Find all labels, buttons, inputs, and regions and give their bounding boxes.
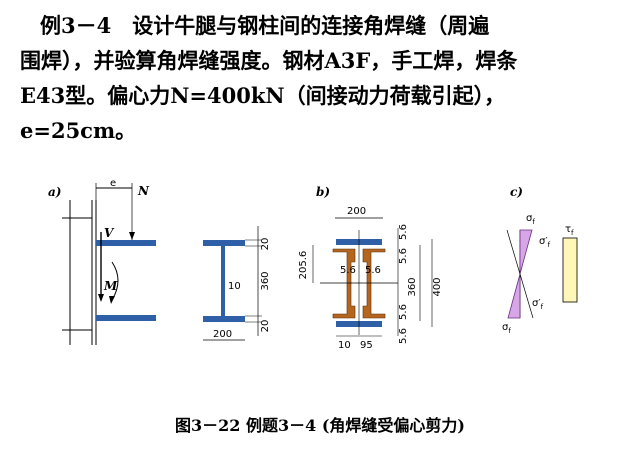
dim-mid-360: 360 (260, 271, 271, 290)
b-dim-95: 95 (360, 340, 373, 351)
b-weld-left (332, 248, 356, 319)
problem-line-3: E43型。偏心力N=400kN（间接动力荷载引起）， (20, 83, 506, 108)
b-dim-400: 400 (432, 277, 443, 296)
panel-a-tag: a) (48, 185, 61, 199)
dim-width-200: 200 (213, 329, 232, 340)
panel-b-tag: b) (316, 185, 330, 199)
sigma-diagonal (506, 229, 534, 319)
n-label: N (137, 184, 150, 198)
problem-line-1: 例3－4 设计牛腿与钢柱间的连接角焊缝（周遍 (40, 13, 490, 38)
bracket-top-flange (96, 240, 156, 246)
sigma-top-triangle (519, 229, 533, 275)
tau-label: τf (565, 224, 574, 237)
section-top-flange (203, 240, 245, 246)
tau-rect (562, 237, 578, 303)
v-label: V (104, 226, 115, 240)
m-label: M (103, 279, 118, 293)
problem-statement: 例3－4 设计牛腿与钢柱间的连接角焊缝（周遍 围焊），并验算角焊缝强度。钢材A3… (20, 8, 632, 148)
figure-caption: 图3－22 例题3－4 (角焊缝受偏心剪力) (175, 416, 465, 435)
panel-a: a) e N V M (48, 178, 156, 345)
panel-c: c) σf σ′f σ′f σf τf (502, 185, 578, 335)
b-dim-205-6: 205.6 (298, 251, 309, 280)
sigma-bottom-label: σf (502, 322, 511, 335)
b-dim-10: 10 (338, 340, 351, 351)
problem-line-2: 围焊），并验算角焊缝强度。钢材A3F，手工焊，焊条 (20, 48, 518, 73)
section-web (221, 246, 225, 316)
panel-b: b) 200 5.6 5.6 205.6 5.6 5.6 5.6 5.6 360… (298, 185, 443, 351)
sigma-prime-top-label: σ′f (539, 236, 551, 249)
sigma-prime-bottom-label: σ′f (532, 298, 544, 311)
bracket-section: 20 360 20 10 200 (203, 226, 271, 341)
b-dim-r4: 5.6 (398, 328, 409, 344)
b-dim-360: 360 (407, 277, 418, 296)
v-arrow-icon (98, 294, 104, 302)
bracket-bottom-flange (96, 315, 156, 321)
panel-c-tag: c) (510, 185, 523, 199)
n-arrow-icon (129, 232, 135, 240)
dim-bot-20: 20 (260, 320, 271, 333)
b-dim-200: 200 (347, 206, 366, 217)
b-dim-5-6-b: 5.6 (365, 265, 381, 276)
b-dim-5-6-a: 5.6 (340, 265, 356, 276)
sigma-bottom-triangle (507, 273, 521, 319)
moment-arrow-icon (109, 296, 115, 304)
problem-line-4: e=25cm。 (20, 118, 137, 143)
dim-top-20: 20 (260, 238, 271, 251)
b-dim-r1: 5.6 (398, 224, 409, 240)
dim-web-10: 10 (228, 281, 241, 292)
b-dim-r2: 5.6 (398, 248, 409, 264)
sigma-top-label: σf (526, 213, 535, 226)
b-dim-r3: 5.6 (398, 304, 409, 320)
b-weld-right (362, 248, 386, 319)
e-label: e (110, 178, 116, 189)
section-bottom-flange (203, 316, 245, 322)
